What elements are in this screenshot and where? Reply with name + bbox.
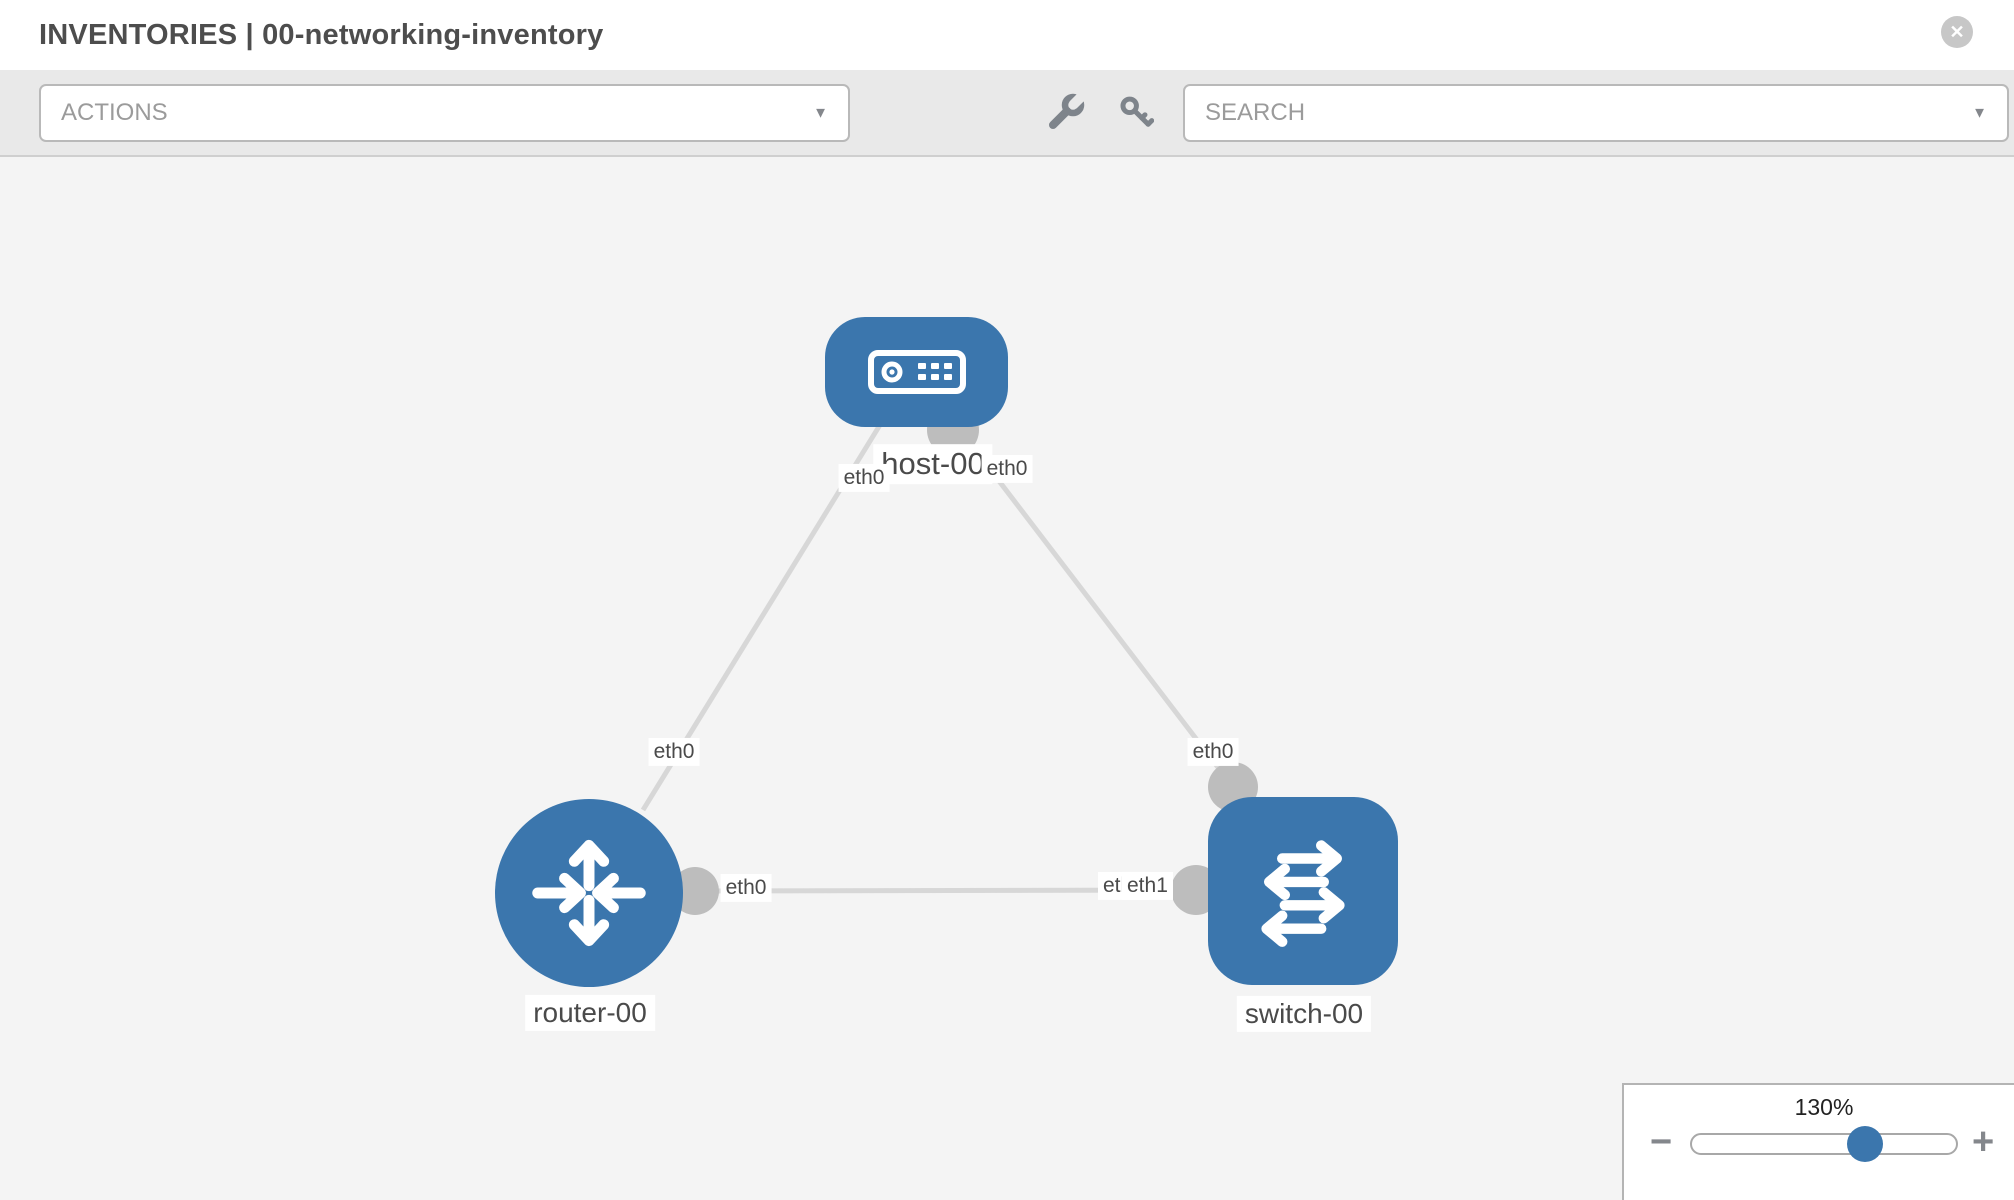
- interface-label-host-eth0-right: eth0: [981, 454, 1033, 484]
- router-icon: [532, 839, 646, 947]
- search-select[interactable]: SEARCH ▼: [1183, 84, 2009, 142]
- wrench-icon: [1049, 93, 1086, 129]
- port-icon-router: [671, 867, 719, 915]
- chevron-down-icon: ▼: [813, 104, 828, 122]
- interface-label-host-eth0-left: eth0: [838, 463, 890, 493]
- chevron-down-icon: ▼: [1972, 104, 1987, 122]
- node-label-switch-00: switch-00: [1236, 995, 1372, 1033]
- header: INVENTORIES | 00-networking-inventory ✕: [0, 0, 2014, 70]
- zoom-slider[interactable]: [1690, 1126, 1958, 1162]
- close-button[interactable]: ✕: [1941, 16, 1973, 48]
- key-icon: [1120, 96, 1154, 127]
- interface-label-router-eth0: eth0: [720, 873, 772, 903]
- zoom-slider-handle[interactable]: [1847, 1126, 1883, 1162]
- close-icon: ✕: [1949, 21, 1965, 42]
- toolbar: ACTIONS ▼ SEARCH ▼: [0, 70, 2014, 157]
- plus-icon: +: [1972, 1121, 1995, 1163]
- node-label-router-00: router-00: [525, 994, 655, 1032]
- link-host-switch[interactable]: [958, 428, 1235, 789]
- interface-label-switch-eth1: eth1: [1122, 871, 1173, 901]
- interface-label-switch-eth0-uplink: eth0: [1187, 737, 1239, 767]
- actions-select-label: ACTIONS: [61, 99, 168, 126]
- page-title: INVENTORIES | 00-networking-inventory: [39, 19, 604, 51]
- zoom-in-button[interactable]: +: [1972, 1123, 1994, 1161]
- search-placeholder: SEARCH: [1205, 99, 1306, 126]
- node-router-00[interactable]: [495, 799, 683, 987]
- node-switch-00[interactable]: [1208, 797, 1398, 985]
- interface-label-router-eth0-uplink: eth0: [648, 737, 700, 767]
- zoom-out-button[interactable]: −: [1650, 1123, 1672, 1161]
- zoom-panel: 130% − +: [1622, 1083, 2014, 1200]
- configure-button[interactable]: [1038, 84, 1094, 142]
- node-label-host-00: host-00: [873, 444, 993, 484]
- host-icon: [867, 350, 966, 394]
- minus-icon: −: [1650, 1121, 1673, 1163]
- topology-canvas[interactable]: host-00 router-00 switch-00 eth0 eth0 et…: [0, 157, 2014, 1200]
- actions-select[interactable]: ACTIONS ▼: [39, 84, 850, 142]
- zoom-percent: 130%: [1794, 1094, 1854, 1120]
- credentials-button[interactable]: [1108, 84, 1164, 142]
- node-host-00[interactable]: [825, 317, 1008, 427]
- switch-icon: [1261, 840, 1345, 947]
- links-layer: [640, 404, 1258, 915]
